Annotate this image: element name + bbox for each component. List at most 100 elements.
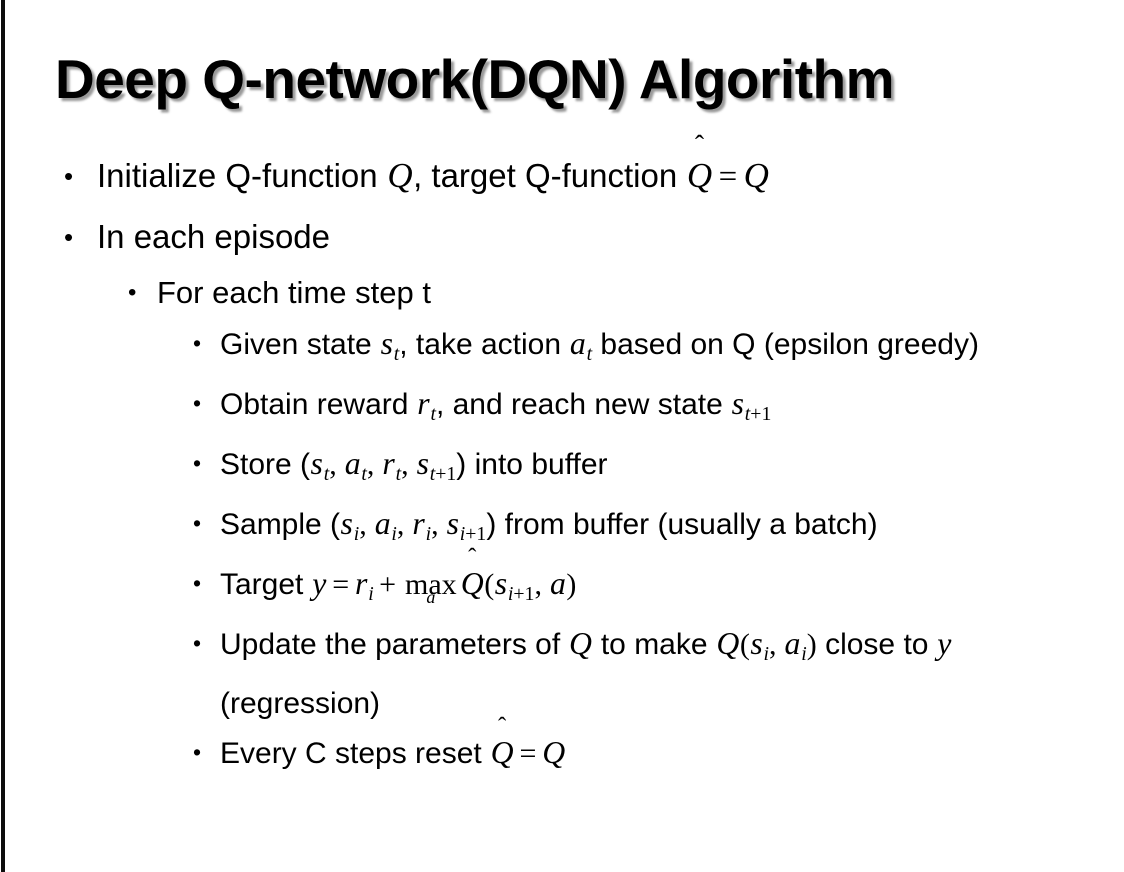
math-var-q-base: Q xyxy=(686,156,713,195)
list-item-update-parameters: • Update the parameters of Q to make Q(s… xyxy=(0,619,1124,728)
text-fragment: Target xyxy=(220,567,312,601)
math-var-a: a xyxy=(569,326,586,361)
math-var-s: s xyxy=(731,385,744,421)
math-var-q-hat: Q̂ xyxy=(686,146,712,206)
list-item-text: Update the parameters of Q to make Q(si,… xyxy=(220,619,1104,728)
subscript-var: t xyxy=(744,402,751,425)
subscript-plus-one: +1 xyxy=(750,402,772,425)
math-var-y: y xyxy=(312,565,327,601)
list-item-text: Given state st, take action at based on … xyxy=(220,319,1104,379)
math-equals: = xyxy=(718,159,738,195)
text-fragment: ) into buffer xyxy=(456,447,608,481)
subscript-plus-one: +1 xyxy=(435,462,457,485)
list-item-sample-batch: • Sample (si, ai, ri, si+1) from buffer … xyxy=(0,499,1124,559)
math-comma: , xyxy=(401,447,417,481)
subscript-var: t xyxy=(429,462,436,485)
algorithm-bullet-list: • Initialize Q-function Q, target Q-func… xyxy=(0,146,1124,778)
text-fragment: to make xyxy=(592,627,716,661)
text-fragment: Obtain reward xyxy=(220,387,417,421)
list-item-text: Store (st, at, rt, st+1) into buffer xyxy=(220,439,1104,499)
subscript-plus-one: +1 xyxy=(513,582,535,605)
math-comma: , xyxy=(769,627,785,661)
math-open-paren: ( xyxy=(739,627,750,661)
math-comma: , xyxy=(366,447,382,481)
math-var-a: a xyxy=(344,445,361,481)
text-fragment: , and reach new state xyxy=(435,387,732,421)
math-comma: , xyxy=(534,567,550,601)
text-fragment: ) from buffer (usually a batch) xyxy=(486,507,878,541)
list-item-text: Sample (si, ai, ri, si+1) from buffer (u… xyxy=(220,499,1104,559)
math-var-s: s xyxy=(750,625,763,661)
math-comma: , xyxy=(396,507,412,541)
math-comma: , xyxy=(359,507,375,541)
text-fragment: close to xyxy=(816,627,937,661)
list-item-text: For each time step t xyxy=(157,275,431,310)
slide-left-edge-stripe xyxy=(1,0,5,872)
math-subscript-i: i xyxy=(368,582,374,605)
math-plus: + xyxy=(379,567,397,601)
math-subscript-t: t xyxy=(395,462,402,485)
math-var-s: s xyxy=(416,445,429,481)
max-label: max xyxy=(405,567,457,601)
math-var-s: s xyxy=(310,445,323,481)
list-item-each-time-step: • For each time step t xyxy=(0,267,1124,319)
math-open-paren: ( xyxy=(484,567,495,601)
text-fragment: Store ( xyxy=(220,447,311,481)
list-item-reset-target-network: • Every C steps reset Q̂=Q xyxy=(0,728,1124,778)
math-subscript-i-plus-1: i+1 xyxy=(459,523,487,545)
math-var-q: Q xyxy=(542,734,566,770)
math-var-a: a xyxy=(549,565,566,601)
math-subscript-i-plus-1: i+1 xyxy=(508,583,535,605)
math-equals: = xyxy=(332,567,350,601)
math-var-a: a xyxy=(374,505,391,541)
math-subscript-t: t xyxy=(393,342,400,365)
math-close-paren: ) xyxy=(806,627,817,661)
subscript-var: i xyxy=(507,582,514,605)
math-var-r: r xyxy=(355,565,368,601)
math-var-q-hat: Q̂ xyxy=(460,559,484,609)
math-var-q-base: Q xyxy=(490,734,514,770)
math-subscript-t-plus-1: t+1 xyxy=(429,462,457,485)
list-item-each-episode: • In each episode xyxy=(0,207,1124,267)
math-var-s: s xyxy=(446,505,459,541)
math-var-s: s xyxy=(340,505,353,541)
list-item-obtain-reward: • Obtain reward rt, and reach new state … xyxy=(0,379,1124,439)
page-title: Deep Q-network(DQN) Algorithm xyxy=(55,48,895,110)
math-subscript-t: t xyxy=(323,462,330,485)
text-fragment: Sample ( xyxy=(220,507,341,541)
math-subscript-t: t xyxy=(430,402,436,425)
bullet-icon: • xyxy=(193,389,202,416)
math-equals: = xyxy=(519,736,537,770)
math-var-q2: Q xyxy=(743,156,769,195)
list-item-text: Initialize Q-function Q, target Q-functi… xyxy=(97,146,1084,207)
math-var-s: s xyxy=(380,326,393,361)
text-fragment: Every C steps reset xyxy=(220,736,491,770)
bullet-icon: • xyxy=(64,222,74,252)
list-item-text: Every C steps reset Q̂=Q xyxy=(220,728,1104,778)
math-subscript-t-plus-1: t+1 xyxy=(745,403,772,425)
text-fragment: Update the parameters of xyxy=(220,627,569,661)
bullet-icon: • xyxy=(193,449,202,476)
math-subscript-i: i xyxy=(763,642,770,665)
bullet-icon: • xyxy=(193,738,202,765)
text-fragment: based on Q (epsilon greedy) xyxy=(592,328,979,361)
bullet-icon: • xyxy=(193,629,202,656)
bullet-icon: • xyxy=(193,569,202,596)
math-var-r: r xyxy=(412,505,425,541)
math-var-q: Q xyxy=(569,625,592,661)
math-comma: , xyxy=(329,447,345,481)
list-item-text: In each episode xyxy=(97,218,331,255)
bullet-icon: • xyxy=(128,279,137,306)
math-var-a: a xyxy=(784,625,801,661)
list-item-store-transition: • Store (st, at, rt, st+1) into buffer xyxy=(0,439,1124,499)
math-var-r: r xyxy=(417,385,430,421)
math-comma: , xyxy=(431,507,447,541)
text-fragment: , target Q-function xyxy=(413,157,687,194)
math-subscript-t: t xyxy=(586,342,593,365)
math-subscript-i: i xyxy=(425,522,432,545)
math-var-y: y xyxy=(937,625,952,661)
